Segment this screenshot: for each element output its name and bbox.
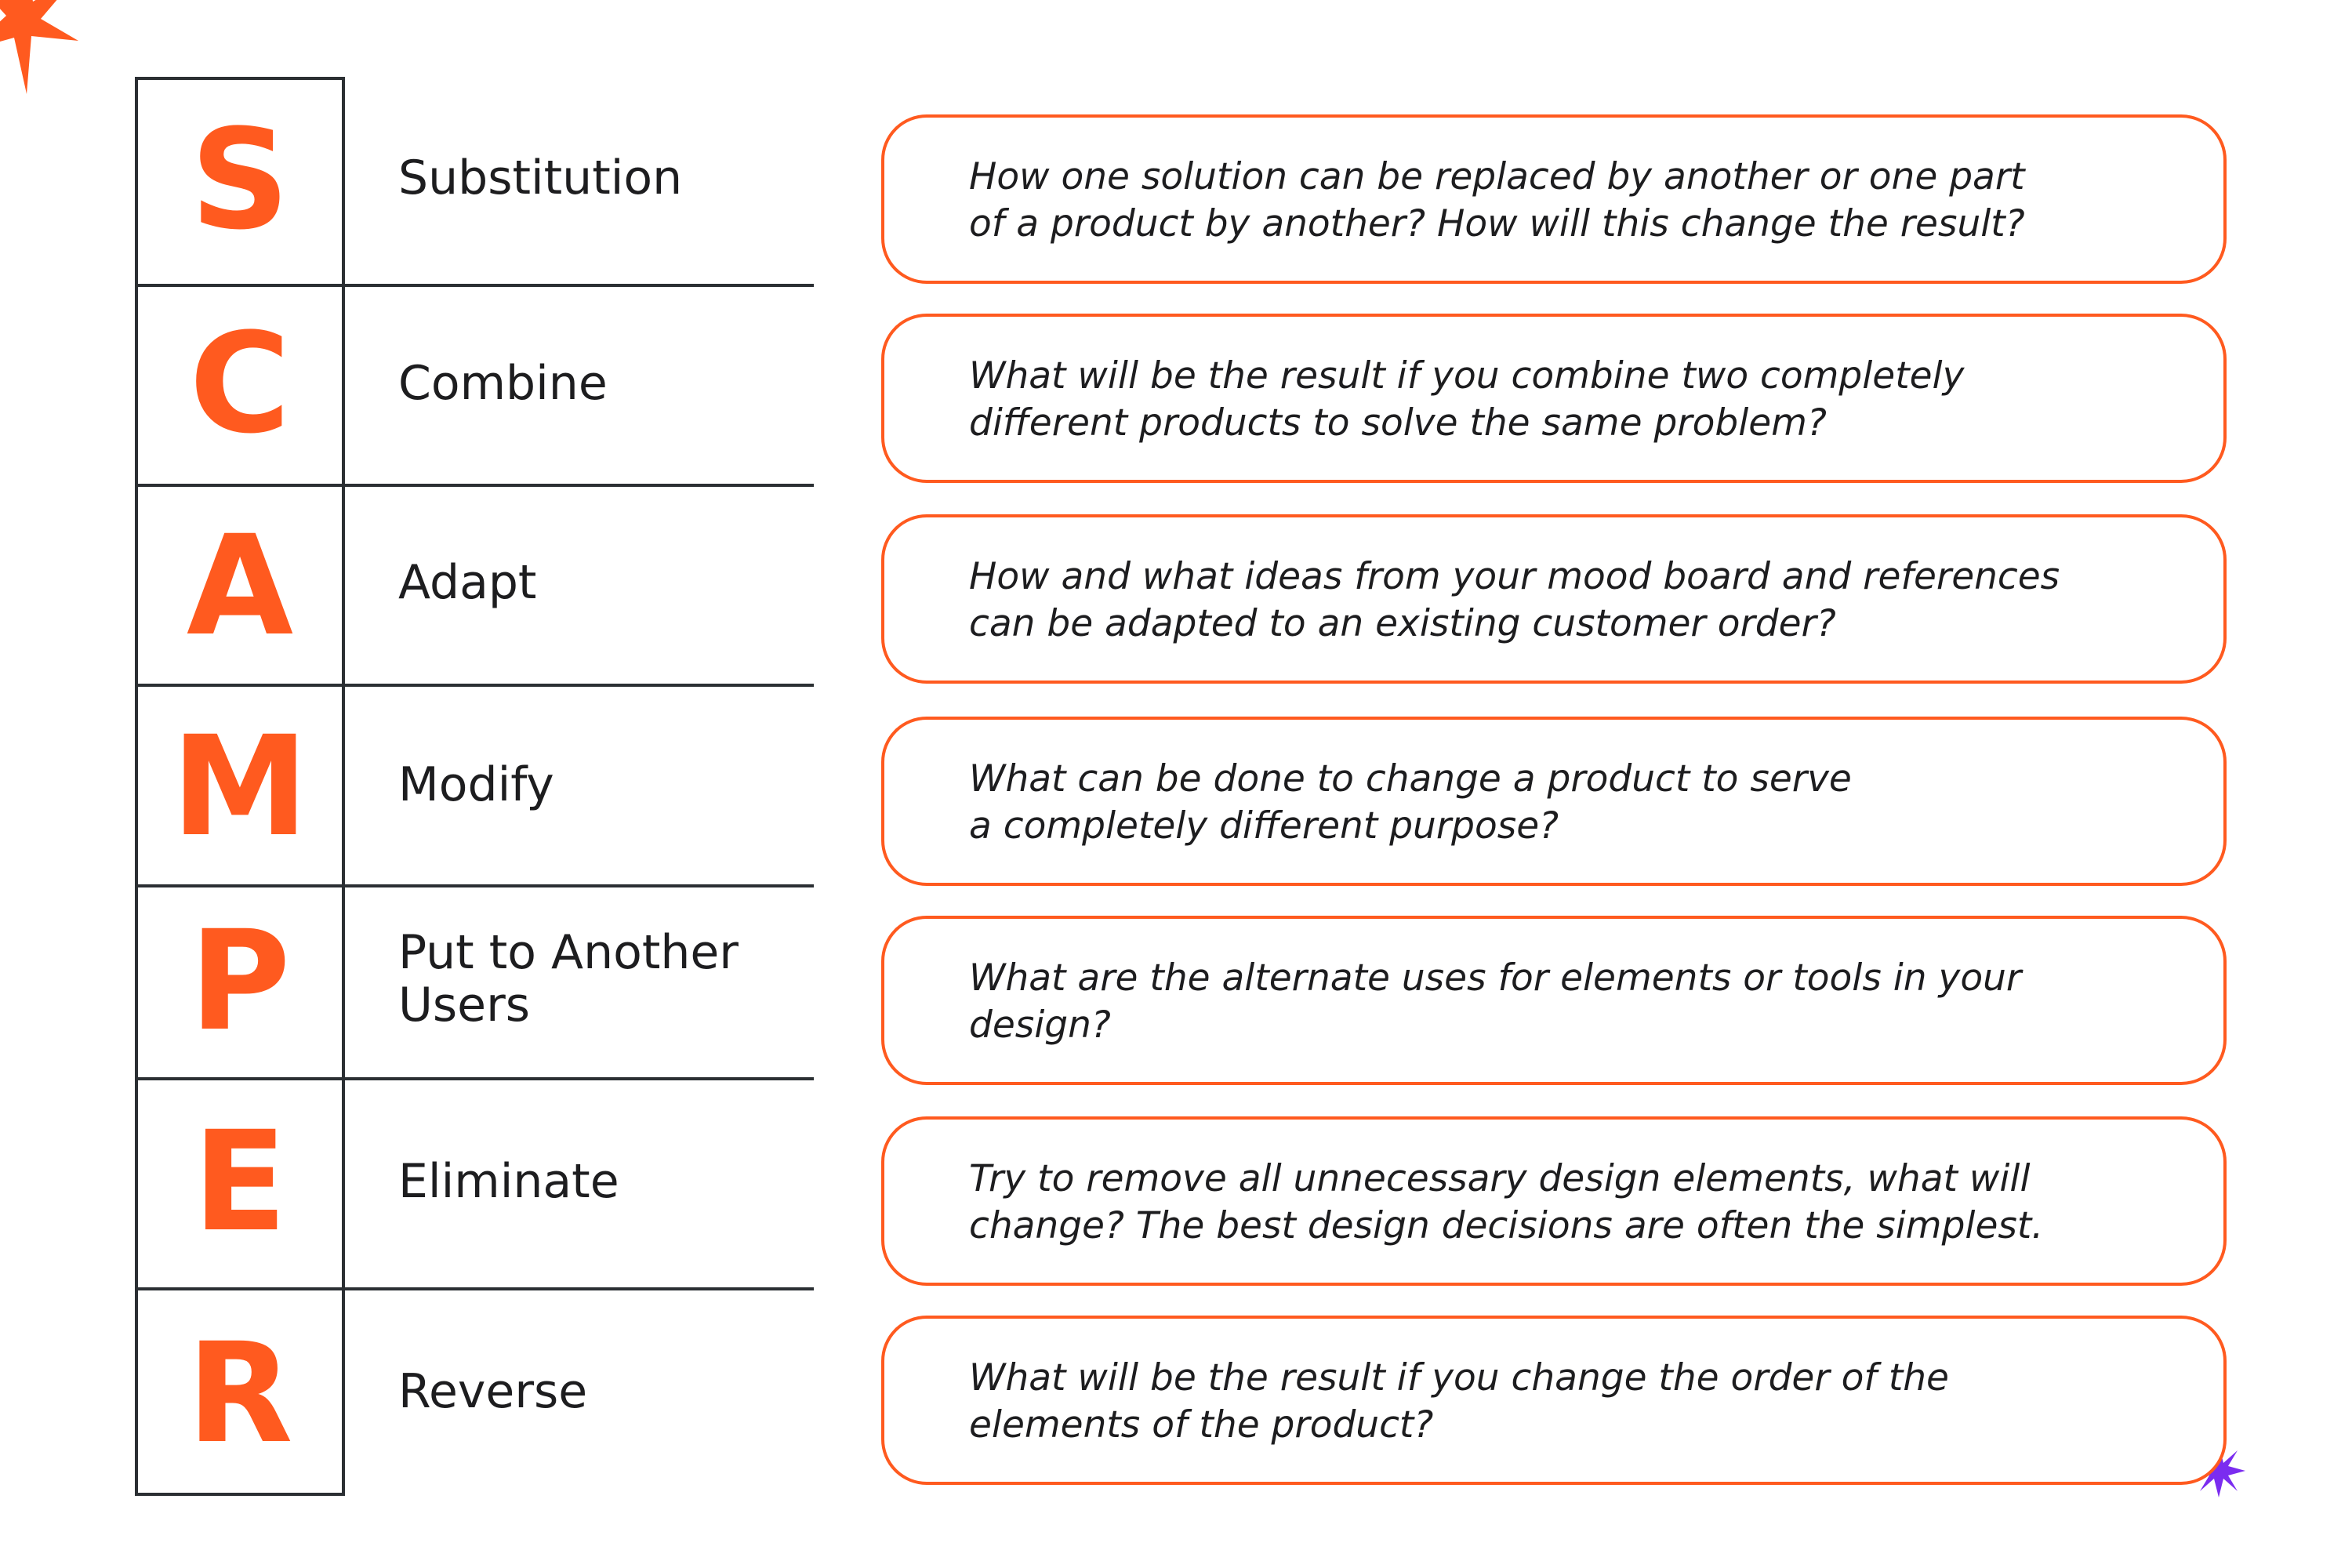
letter-divider (135, 1077, 345, 1080)
question-box-adapt: How and what ideas from your mood board … (881, 514, 2227, 684)
row-divider (345, 1077, 814, 1080)
letter-e: E (192, 1102, 288, 1262)
term-combine: Combine (398, 356, 608, 412)
letter-divider (135, 884, 345, 887)
term-eliminate: Eliminate (398, 1154, 619, 1210)
question-substitution: How one solution can be replaced by anot… (969, 155, 2025, 245)
question-combine: What will be the result if you combine t… (969, 354, 1965, 445)
question-eliminate: Try to remove all unnecessary design ele… (969, 1157, 2044, 1247)
row-divider (345, 684, 814, 687)
row-divider (345, 884, 814, 887)
letter-s: S (190, 100, 290, 260)
question-box-substitution: How one solution can be replaced by anot… (881, 114, 2227, 284)
row-divider (345, 1287, 814, 1290)
letter-divider (135, 1287, 345, 1290)
letter-r: R (187, 1313, 293, 1474)
starburst-icon (0, 0, 78, 94)
question-box-modify: What can be done to change a product to … (881, 717, 2227, 886)
letter-c: C (189, 303, 291, 464)
question-box-reverse: What will be the result if you change th… (881, 1316, 2227, 1485)
question-box-eliminate: Try to remove all unnecessary design ele… (881, 1116, 2227, 1286)
question-modify: What can be done to change a product to … (969, 757, 1852, 848)
term-modify: Modify (398, 757, 554, 813)
letter-divider (135, 284, 345, 287)
letter-divider (135, 684, 345, 687)
question-adapt: How and what ideas from your mood board … (969, 555, 2060, 645)
row-divider (345, 284, 814, 287)
scamper-letter-column (135, 77, 345, 1496)
letter-divider (135, 484, 345, 487)
letter-p: P (189, 901, 291, 1062)
term-adapt: Adapt (398, 555, 537, 611)
letter-m: M (171, 706, 309, 867)
term-substitution: Substitution (398, 151, 683, 206)
term-put-to-another-users: Put to Another Users (398, 924, 739, 1033)
question-box-put-to-another-users: What are the alternate uses for elements… (881, 916, 2227, 1085)
question-reverse: What will be the result if you change th… (969, 1356, 1949, 1446)
letter-a: A (186, 506, 294, 666)
question-put-to-another-users: What are the alternate uses for elements… (969, 956, 2022, 1047)
question-box-combine: What will be the result if you combine t… (881, 314, 2227, 483)
term-reverse: Reverse (398, 1364, 588, 1420)
row-divider (345, 484, 814, 487)
